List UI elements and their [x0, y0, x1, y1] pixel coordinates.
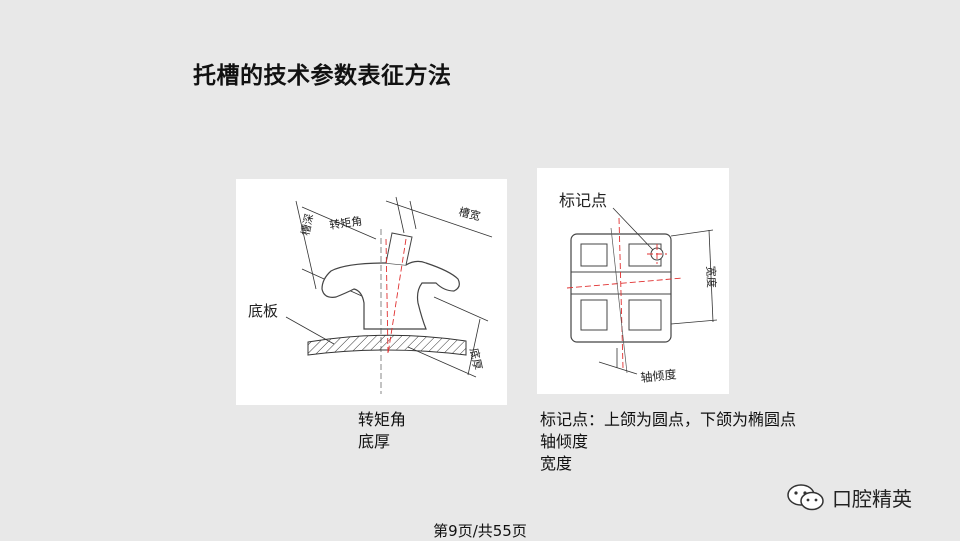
base-thickness-label: 底厚 — [467, 347, 485, 371]
marker-point-label: 标记点 — [559, 191, 607, 210]
bracket-front-view-figure: 标记点 宽度 轴倾度 — [537, 168, 729, 394]
caption-torque-angle: 转矩角 — [358, 410, 407, 429]
width-label: 宽度 — [704, 266, 719, 288]
torque-angle-label: 转矩角 — [328, 214, 363, 232]
watermark: 口腔精英 — [786, 482, 912, 512]
base-plate-label: 底板 — [248, 302, 278, 320]
caption-marker-point: 标记点：上颌为圆点，下颌为椭圆点 — [540, 410, 797, 429]
bracket-cross-section-drawing: 槽深 转矩角 槽宽 底板 底厚 — [248, 196, 493, 394]
page-counter: 第9页/共55页 — [433, 522, 527, 540]
watermark-text: 口腔精英 — [832, 486, 912, 511]
groove-width-label: 槽宽 — [457, 204, 482, 223]
bracket-cross-section-figure: 槽深 转矩角 槽宽 底板 底厚 — [236, 179, 507, 405]
left-caption: 转矩角 底厚 — [358, 409, 406, 453]
caption-axis-tilt: 轴倾度 — [540, 432, 589, 451]
groove-depth-label: 槽深 — [299, 213, 316, 237]
slide-title: 托槽的技术参数表征方法 — [193, 63, 452, 89]
caption-base-thickness: 底厚 — [358, 432, 391, 451]
axis-tilt-label: 轴倾度 — [640, 366, 677, 385]
caption-width: 宽度 — [540, 454, 573, 473]
right-caption: 标记点：上颌为圆点，下颌为椭圆点 轴倾度 宽度 — [540, 409, 796, 475]
bracket-front-view-drawing: 标记点 宽度 轴倾度 — [559, 191, 719, 385]
wechat-icon — [787, 484, 824, 511]
